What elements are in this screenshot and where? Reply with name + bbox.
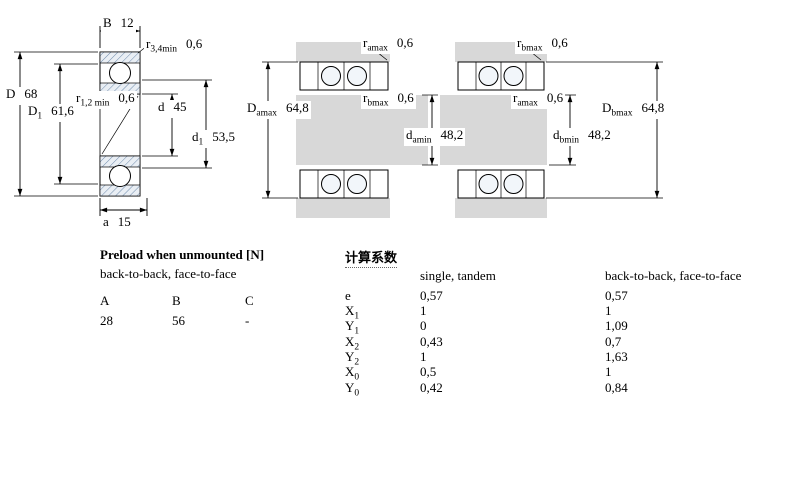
factors-row-y1: Y1 0 1,09 bbox=[345, 318, 628, 337]
dim-label-ramax-mid: ramax 0,6 bbox=[361, 35, 416, 55]
factors-row-e: e 0,57 0,57 bbox=[345, 288, 628, 303]
dim-label-damin: damin 48,2 bbox=[404, 127, 466, 147]
preload-table: Preload when unmounted [N] back-to-back,… bbox=[100, 247, 300, 329]
factors-header-back-to-back: back-to-back, face-to-face bbox=[605, 268, 742, 283]
dim-label-B: B 12 bbox=[101, 15, 136, 35]
factors-row-x1: X1 1 1 bbox=[345, 303, 612, 322]
calculation-factors-title[interactable]: 计算系数 bbox=[345, 247, 398, 268]
dim-label-rbmax-right: rbmax 0,6 bbox=[515, 35, 570, 55]
preload-title: Preload when unmounted [N] bbox=[100, 247, 265, 262]
factors-header-single-tandem: single, tandem bbox=[420, 268, 496, 283]
preload-header-b: B bbox=[172, 293, 181, 308]
preload-value-c: - bbox=[245, 313, 250, 328]
dim-label-dbmin: dbmin 48,2 bbox=[551, 127, 613, 147]
dim-label-d: d 45 bbox=[156, 99, 189, 119]
preload-header-c: C bbox=[245, 293, 254, 308]
left-dimension-lines bbox=[14, 26, 212, 216]
left-bearing-cross-section bbox=[99, 51, 141, 197]
dim-label-D: D 68 bbox=[4, 86, 40, 106]
dim-label-r12min: r1,2 min 0,6 bbox=[74, 90, 137, 110]
preload-value-b: 56 bbox=[172, 313, 185, 328]
factors-row-x0: X0 0,5 1 bbox=[345, 364, 612, 383]
dim-label-D1: D1 61,6 bbox=[26, 103, 76, 123]
dim-label-d1: d1 53,5 bbox=[190, 129, 237, 149]
factors-row-y2: Y2 1 1,63 bbox=[345, 349, 628, 368]
preload-header-a: A bbox=[100, 293, 110, 308]
factors-row-y0: Y0 0,42 0,84 bbox=[345, 380, 628, 399]
dim-label-a: a 15 bbox=[101, 214, 133, 234]
dim-label-Damax: Damax 64,8 bbox=[245, 100, 311, 120]
dim-label-ramax-right: ramax 0,6 bbox=[511, 90, 566, 110]
preload-subtitle: back-to-back, face-to-face bbox=[100, 266, 237, 281]
dim-label-r34min: r3,4min 0,6 bbox=[144, 36, 205, 56]
factors-row-x2: X2 0,43 0,7 bbox=[345, 334, 622, 353]
bearing-drawings bbox=[14, 26, 663, 218]
dim-label-Dbmax: Dbmax 64,8 bbox=[600, 100, 667, 120]
dim-label-rbmax-mid: rbmax 0,6 bbox=[361, 90, 416, 110]
preload-value-a: 28 bbox=[100, 313, 113, 328]
